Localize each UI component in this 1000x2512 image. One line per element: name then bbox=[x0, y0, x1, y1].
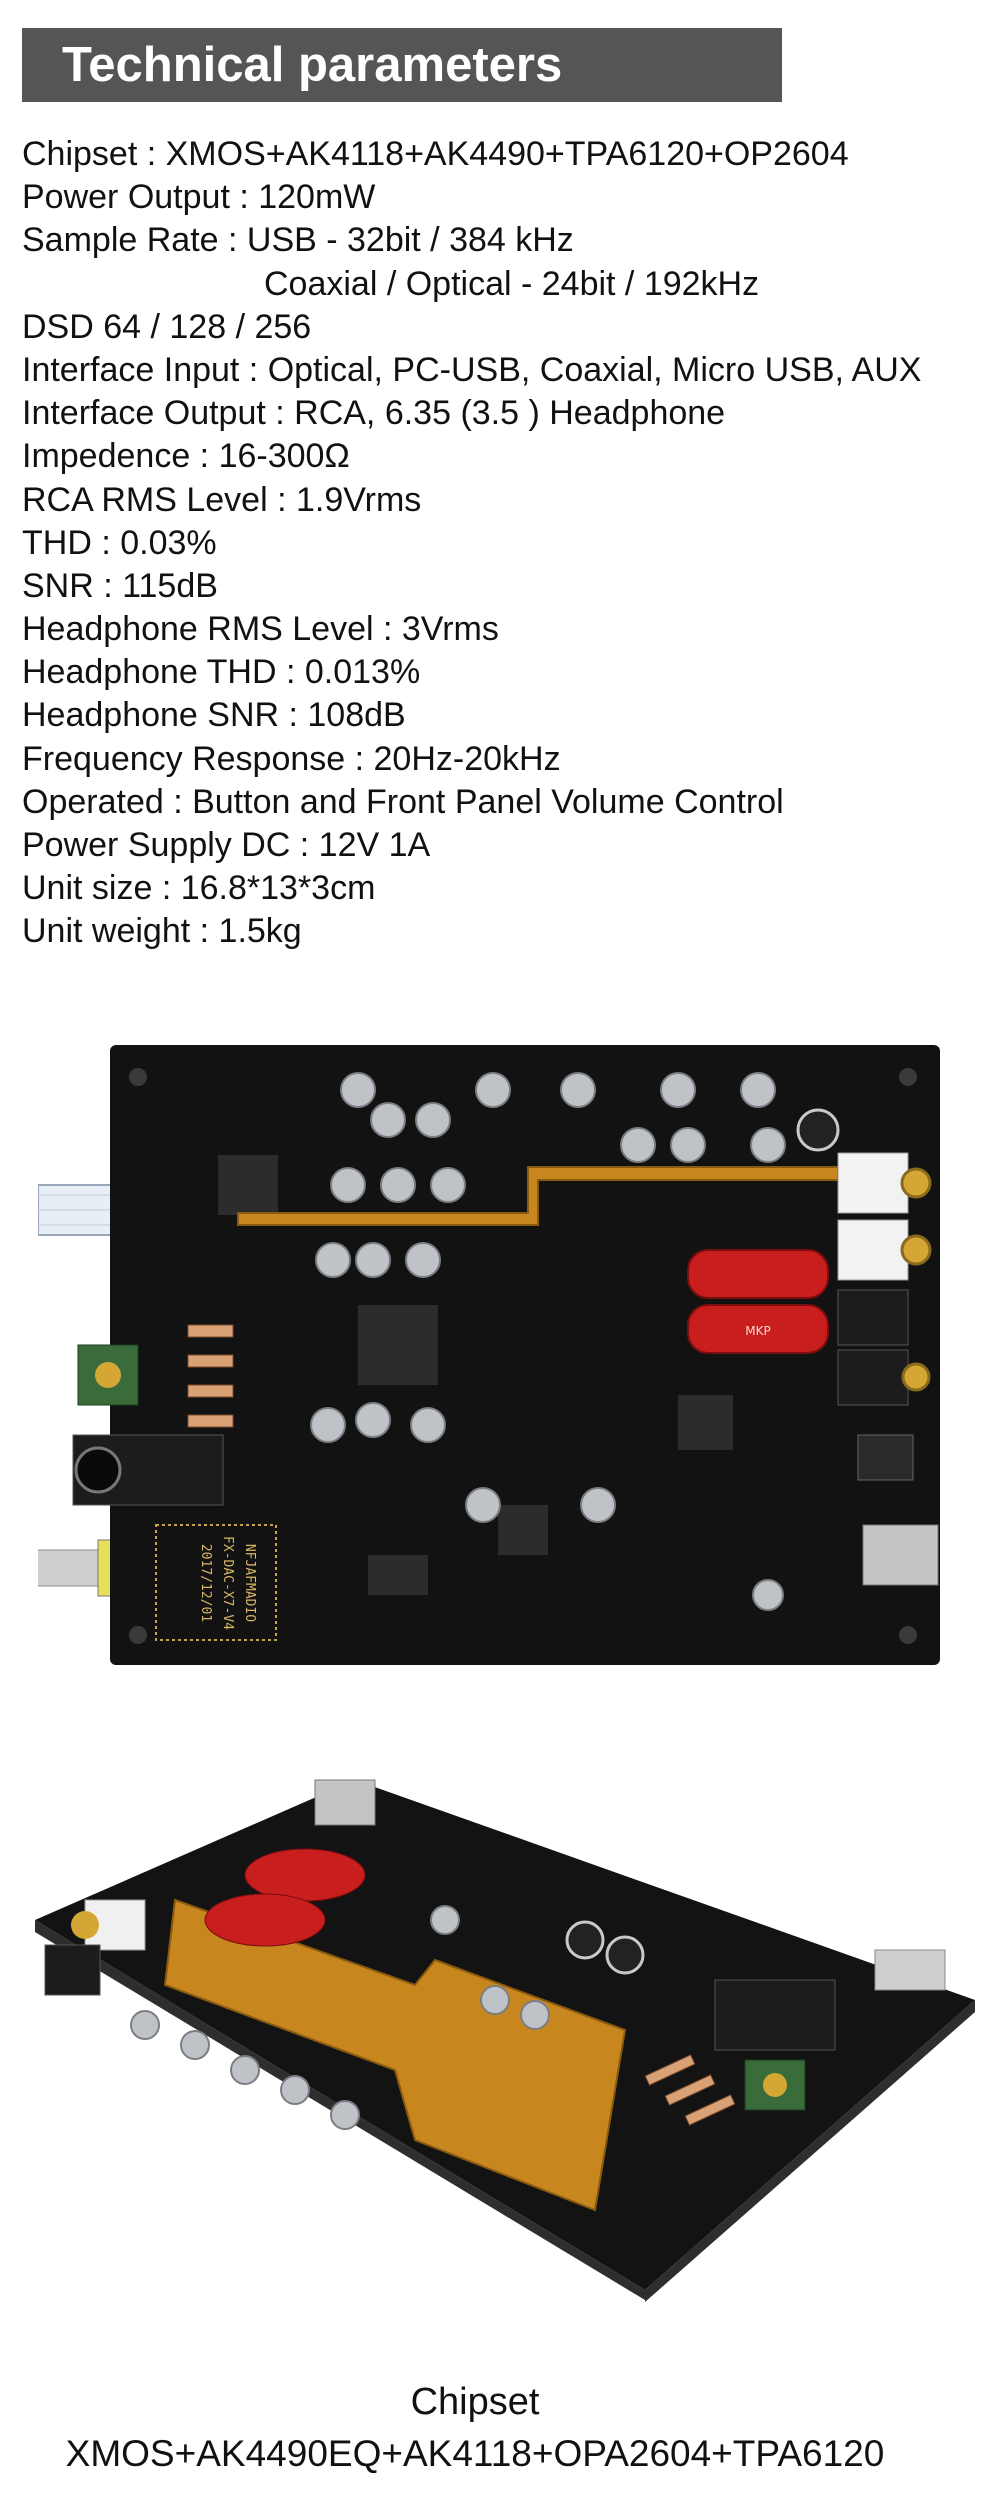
header-bar: Technical parameters bbox=[22, 28, 782, 102]
spec-unit-weight: Unit weight : 1.5kg bbox=[22, 912, 302, 951]
silkscreen-model: NFJAFMADIO bbox=[242, 1544, 257, 1622]
spec-headphone-snr: Headphone SNR : 108dB bbox=[22, 696, 406, 735]
spec-impedance: Impedence : 16-300Ω bbox=[22, 437, 350, 476]
spec-chipset: Chipset : XMOS+AK4118+AK4490+TPA6120+OP2… bbox=[22, 135, 849, 173]
spec-interface-output: Interface Output : RCA, 6.35 (3.5 ) Head… bbox=[22, 394, 726, 433]
spec-sample-rate-coaxial: Coaxial / Optical - 24bit / 192kHz bbox=[264, 264, 760, 303]
volume-pot-shaft bbox=[38, 1549, 104, 1587]
spec-snr: SNR : 115dB bbox=[22, 566, 218, 605]
spec-headphone-rms: Headphone RMS Level : 3Vrms bbox=[22, 610, 499, 649]
spec-power-output: Power Output : 120mW bbox=[22, 178, 376, 217]
pcb-board bbox=[110, 1045, 940, 1665]
spec-headphone-thd: Headphone THD : 0.013% bbox=[22, 653, 421, 692]
spec-power-supply: Power Supply DC : 12V 1A bbox=[22, 826, 431, 864]
spec-list: Chipset : XMOS+AK4118+AK4490+TPA6120+OP2… bbox=[22, 133, 992, 954]
spec-thd: THD : 0.03% bbox=[22, 523, 217, 562]
spec-interface-input: Interface Input : Optical, PC-USB, Coaxi… bbox=[22, 350, 922, 389]
copper-shield-angled bbox=[163, 1898, 627, 2212]
silkscreen-date: 2017/12/01 bbox=[198, 1544, 213, 1622]
caption-chip-list: XMOS+AK4490EQ+AK4118+OPA2604+TPA6120 bbox=[65, 2433, 885, 2474]
spec-dsd: DSD 64 / 128 / 256 bbox=[22, 307, 312, 346]
silkscreen-part: FX-DAC-X7-V4 bbox=[220, 1536, 235, 1630]
spec-operated: Operated : Button and Front Panel Volume… bbox=[22, 782, 784, 821]
spec-sample-rate-usb: Sample Rate : USB - 32bit / 384 kHz bbox=[22, 221, 574, 260]
rca-jacks bbox=[837, 1152, 932, 1406]
board-photo-top: MKP NFJAFMADIO FX-DAC-X7-V4 2017/12/01 bbox=[38, 1045, 940, 1665]
spec-unit-size: Unit size : 16.8*13*3cm bbox=[22, 869, 376, 908]
film-capacitors: MKP bbox=[687, 1249, 829, 1354]
page-title: Technical parameters bbox=[62, 38, 563, 92]
spec-rca-rms: RCA RMS Level : 1.9Vrms bbox=[22, 480, 422, 519]
board-photo-angled bbox=[35, 1779, 975, 2302]
spec-frequency-response: Frequency Response : 20Hz-20kHz bbox=[22, 739, 561, 778]
caption-title: Chipset bbox=[410, 2381, 540, 2423]
film-cap-label: MKP bbox=[745, 1324, 770, 1338]
film-capacitors-angled bbox=[204, 1848, 366, 1947]
